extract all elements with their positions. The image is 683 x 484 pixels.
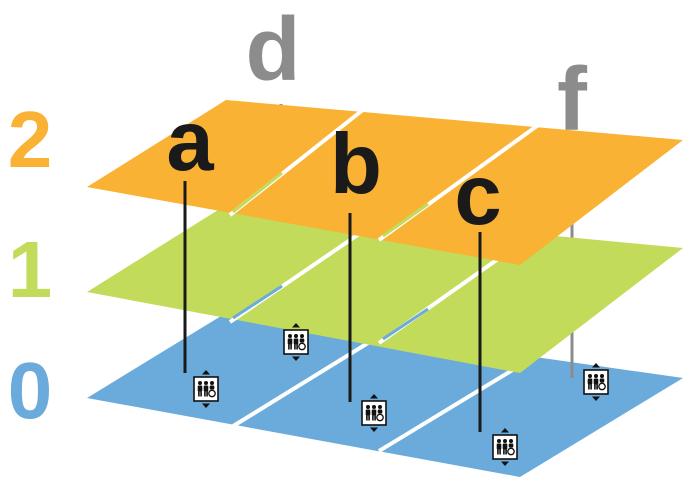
floor-0-dividers	[228, 333, 536, 453]
elevator-label-f: f	[557, 50, 588, 150]
elevator-label-c: c	[454, 148, 501, 243]
floor-label-1: 1	[8, 225, 53, 314]
floor-label-0: 0	[8, 346, 53, 435]
floor-label-2: 2	[8, 95, 53, 184]
floor-plate-0	[87, 313, 683, 477]
elevator-label-a: a	[166, 94, 214, 189]
floor-1-connectors	[232, 284, 429, 341]
floor-2-connectors	[232, 171, 429, 238]
elevator-label-d: d	[246, 0, 301, 100]
elevator-label-b: b	[330, 117, 382, 212]
floor-plate-2	[87, 100, 683, 265]
